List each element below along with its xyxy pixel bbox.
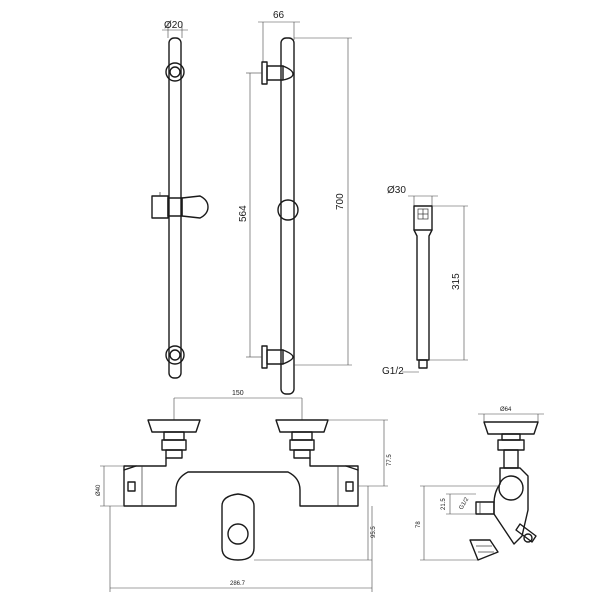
handshower-handle xyxy=(413,229,433,361)
side-outlet-thread-label: G1/2 xyxy=(459,496,471,511)
side-height-dim xyxy=(420,485,500,561)
mixer-body xyxy=(123,457,359,507)
rail-diameter-dim xyxy=(162,22,188,38)
mixer-left-cap xyxy=(127,481,136,492)
side-handle xyxy=(483,421,539,435)
handshower-head xyxy=(413,205,433,231)
rail-side-top-bracket xyxy=(261,61,294,85)
side-outlet-offset-dim xyxy=(446,493,476,515)
handshower-thread-label: G1/2 xyxy=(382,366,404,377)
rail-top-bracket-inner xyxy=(169,66,181,78)
rail-top-bracket xyxy=(165,62,185,82)
mixer-centres-dim xyxy=(173,397,303,420)
mixer-width-label: 286.7 xyxy=(230,581,246,587)
rail-side-view: 66 564 700 xyxy=(238,10,352,395)
rail-bottom-bracket-inner xyxy=(169,349,181,361)
handshower-diameter-dim xyxy=(408,195,438,206)
mixer-inlet-height-dim xyxy=(328,419,388,487)
side-body-cylinder xyxy=(498,475,524,501)
rail-diameter-label: Ø20 xyxy=(164,20,183,31)
mixer-left-valve xyxy=(147,419,201,459)
side-height-label: 78 xyxy=(416,521,422,528)
rail-bottom-bracket xyxy=(165,345,185,365)
rail-bracket-spacing-dim xyxy=(246,72,262,358)
mixer-spout xyxy=(221,493,255,561)
side-handle-diameter-dim xyxy=(478,413,544,422)
mixer-outlet-height-label: 95.5 xyxy=(371,526,377,538)
rail-length-dim xyxy=(294,37,352,366)
side-outlet xyxy=(475,501,495,515)
side-diverter xyxy=(515,523,537,543)
mixer-width-dim xyxy=(109,506,373,592)
side-valve-nut xyxy=(497,439,525,451)
mixer-right-valve xyxy=(275,419,329,459)
rail-side-tube xyxy=(280,37,295,395)
rail-offset-label: 66 xyxy=(273,10,285,21)
rail-offset-dim xyxy=(258,21,300,62)
mixer-body-diameter-label: Ø40 xyxy=(96,484,102,496)
side-outlet-offset-label: 21.5 xyxy=(441,498,447,510)
mixer-outlet-height-dim xyxy=(254,486,372,561)
mixer-right-cap xyxy=(345,481,354,492)
side-handle-diameter-label: Ø64 xyxy=(500,407,512,413)
mixer-inlet-height-label: 77.5 xyxy=(387,454,393,466)
rail-bracket-spacing-label: 564 xyxy=(238,205,249,222)
mixer-spout-outlet xyxy=(227,523,249,545)
mixer-side-view: Ø64 21.5 G1/2 78 xyxy=(416,407,544,561)
hand-shower-view: Ø30 315 G1/2 xyxy=(382,185,468,377)
rail-side-slider xyxy=(277,199,299,221)
handshower-length-label: 315 xyxy=(451,273,462,290)
rail-length-label: 700 xyxy=(335,193,346,210)
handshower-connector xyxy=(418,359,428,369)
mixer-centres-label: 150 xyxy=(232,390,244,397)
rail-slider-holder xyxy=(151,192,209,219)
mixer-front-view: 150 Ø40 xyxy=(96,390,393,592)
mixer-body-diameter-dim xyxy=(100,465,124,507)
rail-tube xyxy=(168,37,182,379)
handshower-diameter-label: Ø30 xyxy=(387,185,406,196)
rail-front-view: Ø20 xyxy=(151,20,209,379)
side-spout xyxy=(469,539,499,561)
handshower-length-dim xyxy=(429,205,468,361)
rail-side-bottom-bracket xyxy=(261,345,294,369)
side-body xyxy=(493,467,529,545)
